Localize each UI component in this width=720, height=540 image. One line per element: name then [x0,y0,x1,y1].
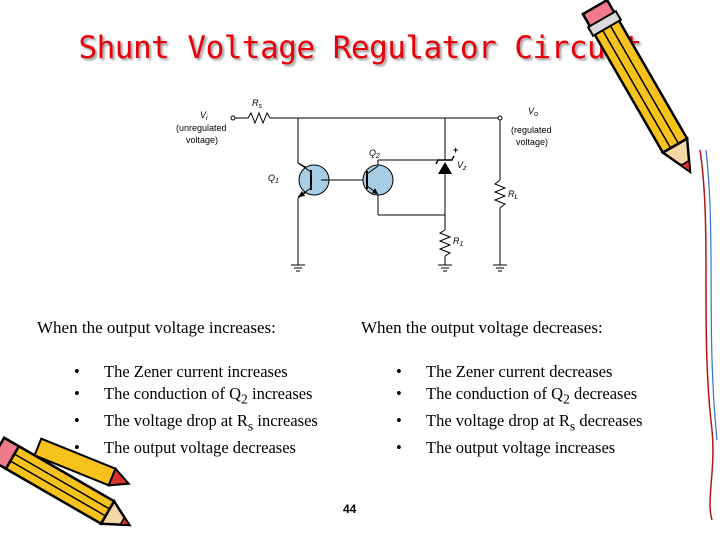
list-item: The output voltage decreases [74,437,318,459]
vi-note-1: (unregulated [176,123,227,133]
vz-label: Vz [457,160,467,172]
vi-note-2: voltage) [186,135,218,145]
list-item: The conduction of Q2 increases [74,383,318,410]
rl-label: RL [508,189,519,201]
plus-label: + [453,145,458,155]
page-number: 44 [343,502,357,516]
vi-label: Vi [200,110,208,122]
vo-note-1: (regulated [511,125,552,135]
transistor-q1-icon [297,162,330,198]
q1-label: Q1 [268,173,279,185]
zener-diode-icon [435,155,455,174]
list-item: The Zener current increases [74,361,318,383]
r1-label: R1 [453,236,464,248]
q2-label: Q2 [369,148,380,160]
slide-title: Shunt Voltage Regulator Circuit [78,30,642,66]
list-item: The voltage drop at Rs decreases [396,410,643,437]
list-item: The Zener current decreases [396,361,643,383]
decrease-list: The Zener current decreases The conducti… [396,361,643,459]
increase-heading: When the output voltage increases: [37,318,276,337]
list-item: The voltage drop at Rs increases [74,410,318,437]
list-item: The conduction of Q2 decreases [396,383,643,410]
vo-note-2: voltage) [516,137,548,147]
rs-label: Rs [252,98,263,110]
decrease-heading: When the output voltage decreases: [361,318,603,337]
increase-list: The Zener current increases The conducti… [74,361,318,459]
transistor-q2-icon [362,164,394,196]
vo-label: Vo [528,106,538,118]
list-item: The output voltage increases [396,437,643,459]
